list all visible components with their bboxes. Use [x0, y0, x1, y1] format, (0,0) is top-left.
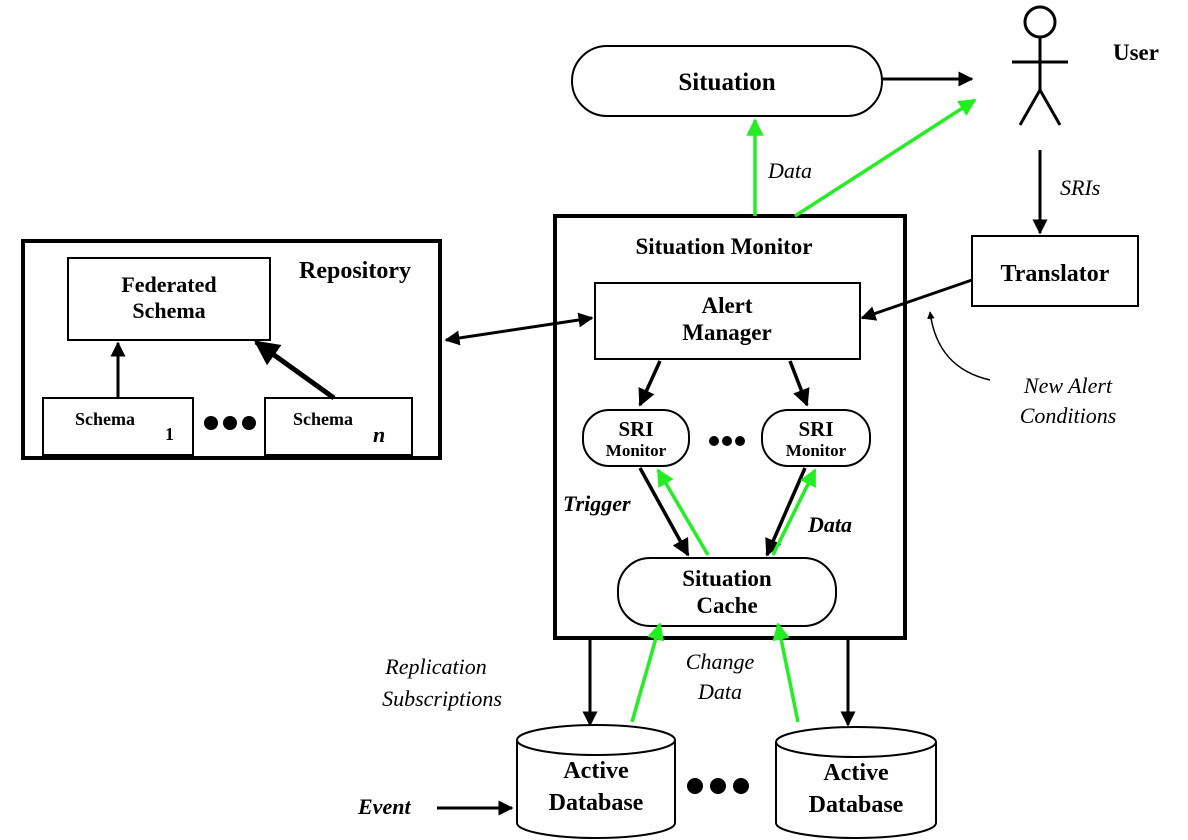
change-data-line2: Data [697, 679, 742, 704]
ellipsis-dots-icon [204, 416, 256, 430]
change-data-line1: Change [686, 649, 755, 674]
situation-node [571, 45, 883, 117]
alert-manager-line1: Alert [701, 293, 752, 318]
change-data-right-arrow [772, 622, 800, 723]
schema-1-label: Schema [75, 409, 135, 429]
alert-manager-to-sri-left-arrow [638, 360, 662, 407]
sri-monitor-right [761, 409, 871, 467]
repository-label: Repository [299, 258, 411, 284]
replication-subscriptions-line2: Subscriptions [382, 686, 502, 711]
situation-monitor-label: Situation Monitor [636, 234, 813, 259]
new-alert-conditions-line1: New Alert [1023, 373, 1113, 398]
sri-monitor-right-line2: Monitor [786, 441, 847, 460]
database-cylinder-icon [775, 726, 937, 839]
data-top-label: Data [767, 158, 812, 183]
sri-monitor-left-line2: Monitor [606, 441, 667, 460]
schema-n-label: Schema [293, 409, 353, 429]
situation-label: Situation [678, 69, 775, 96]
federated-schema-box [67, 257, 271, 341]
active-database-right-line2: Database [809, 792, 904, 818]
repository-alert-manager-arrow [444, 312, 594, 346]
change-data-left-arrow [630, 622, 665, 723]
sri-monitor-right-line1: SRI [798, 417, 833, 441]
ellipsis-dots-icon [709, 436, 745, 446]
translator-label: Translator [1001, 261, 1110, 287]
alert-manager-box [594, 282, 861, 360]
schema-n-to-federated-arrow [253, 339, 336, 401]
sri-monitor-left [582, 409, 690, 467]
ellipsis-dots-icon [687, 778, 749, 794]
data-right-label: Data [807, 512, 852, 537]
sris-label: SRIs [1060, 175, 1100, 200]
situation-cache-line1: Situation [682, 566, 772, 591]
replication-subscriptions-line1: Replication [384, 654, 486, 679]
situation-cache-node [617, 557, 837, 627]
active-database-left-line1: Active [563, 758, 629, 784]
event-label: Event [357, 794, 411, 819]
federated-schema-line2: Schema [132, 298, 205, 323]
new-alert-conditions-pointer [927, 311, 991, 381]
schema-n-subscript: n [373, 422, 385, 447]
new-alert-conditions-line2: Conditions [1020, 403, 1117, 428]
schema-n-box [264, 397, 413, 456]
data-to-user-arrow [794, 98, 977, 218]
situation-cache-line2: Cache [696, 593, 757, 618]
sri-monitor-left-line1: SRI [618, 417, 653, 441]
cache-to-sri-left-arrow [656, 468, 710, 556]
cache-to-sri-right-arrow [771, 468, 817, 556]
translator-box [971, 235, 1139, 307]
user-label: User [1113, 40, 1159, 65]
active-database-right-line1: Active [823, 760, 889, 786]
user-stick-figure-icon [1012, 5, 1068, 126]
database-cylinder-icon [516, 724, 676, 839]
alert-manager-to-sri-right-arrow [788, 360, 810, 407]
federated-schema-line1: Federated [121, 272, 216, 297]
alert-manager-line2: Manager [682, 320, 771, 345]
active-database-left-line2: Database [549, 790, 644, 816]
schema-1-subscript: 1 [165, 424, 174, 444]
translator-to-alert-manager-arrow [860, 278, 973, 321]
trigger-label: Trigger [563, 491, 631, 516]
sri-left-to-cache-arrow [638, 467, 690, 557]
sri-right-to-cache-arrow [765, 467, 807, 557]
